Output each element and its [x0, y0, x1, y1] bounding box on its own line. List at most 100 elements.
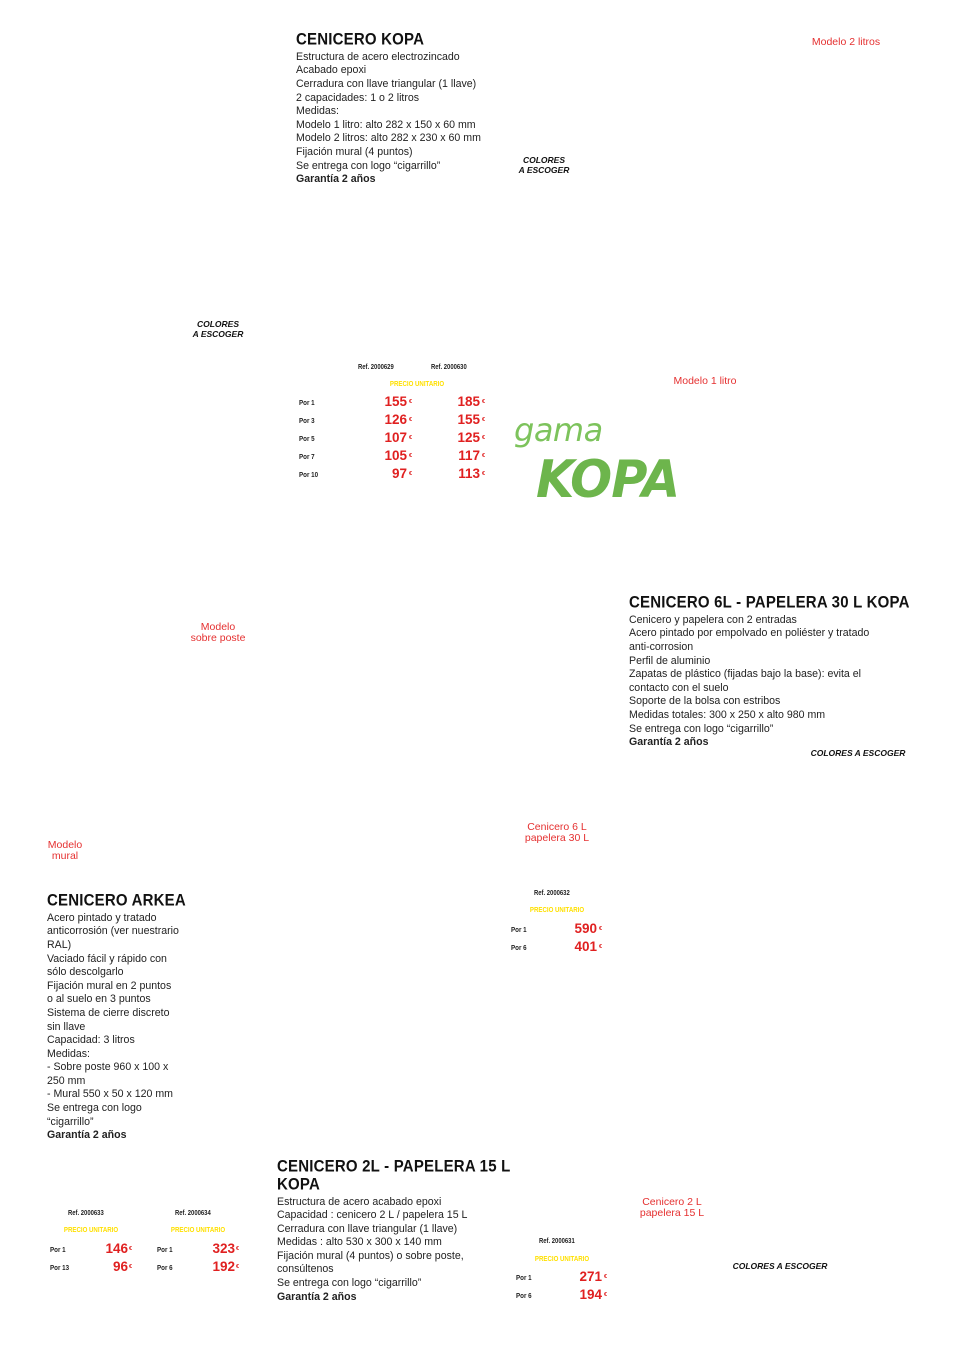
papelera15-price-table: Por 1 271 € Por 6 194 €: [516, 1269, 616, 1307]
row-label: Por 10: [299, 470, 319, 479]
papelera15-ref: Ref. 2000631: [539, 1236, 575, 1245]
kopa-warranty: Garantía 2 años: [296, 173, 376, 186]
table-row: Por 6 192 €: [157, 1259, 247, 1277]
row-label: Por 1: [516, 1273, 532, 1282]
modelo-2-litros-label: Modelo 2 litros: [811, 36, 881, 48]
arkea-desc-line: Sistema de cierre discreto: [47, 1006, 170, 1019]
arkea-desc-line: RAL): [47, 938, 72, 951]
row-label: Por 7: [299, 452, 315, 461]
kopa-desc-line: Acabado epoxi: [296, 64, 367, 77]
papelera30-desc-line: Soporte de la bolsa con estribos: [629, 695, 781, 708]
papelera15-section: CENICERO 2L - PAPELERA 15 L KOPA Estruct…: [277, 1158, 511, 1304]
price-cell: 271: [579, 1269, 602, 1284]
price-cell: 185: [457, 394, 480, 409]
arkea-ref-1: Ref. 2000633: [68, 1208, 104, 1217]
colores-line: A ESCOGER: [192, 329, 244, 339]
kopa-precio-unitario: PRECIO UNITARIO: [389, 379, 445, 388]
papelera30-section: CENICERO 6L - PAPELERA 30 L KOPA Cenicer…: [629, 594, 910, 750]
papelera30-ref: Ref. 2000632: [534, 888, 570, 897]
kopa-section: CENICERO KOPA Estructura de acero electr…: [296, 31, 481, 187]
label-line: mural: [51, 850, 79, 862]
row-label: Por 6: [157, 1263, 173, 1272]
papelera30-desc-line: Perfil de aluminio: [629, 654, 711, 667]
price-cell: 401: [574, 939, 597, 954]
modelo-mural-label: Modelo mural: [36, 840, 94, 862]
table-row: Por 13 96 €: [50, 1259, 140, 1277]
row-label: Por 1: [50, 1245, 66, 1254]
arkea-desc-line: 250 mm: [47, 1074, 86, 1087]
arkea-precio-unitario-2: PRECIO UNITARIO: [170, 1225, 226, 1234]
price-cell: 113: [458, 466, 480, 481]
colores-line: COLORES: [522, 155, 566, 165]
papelera15-desc-line: consúltenos: [277, 1263, 334, 1276]
price-cell: 105: [384, 448, 407, 463]
kopa-desc-line: 2 capacidades: 1 o 2 litros: [296, 91, 420, 104]
kopa-desc-line: Cerradura con llave triangular (1 llave): [296, 77, 477, 90]
row-label: Por 1: [157, 1245, 173, 1254]
papelera15-title: CENICERO 2L - PAPELERA 15 L KOPA: [277, 1158, 511, 1193]
arkea-desc-line: anticorrosión (ver nuestrario: [47, 925, 179, 938]
currency-symbol: €: [599, 926, 603, 932]
kopa-title: CENICERO KOPA: [296, 29, 425, 49]
kopa-logo-text: KOPA: [536, 450, 680, 510]
arkea-desc-line: sin llave: [47, 1020, 86, 1033]
label-line: Cenicero 2 L: [642, 1196, 702, 1208]
papelera30-title: CENICERO 6L - PAPELERA 30 L KOPA: [629, 592, 910, 612]
label-line: Cenicero 6 L: [527, 821, 587, 833]
papelera30-price-table: Por 1 590 € Por 6 401 €: [511, 921, 611, 959]
row-label: Por 6: [511, 943, 527, 952]
papelera30-desc-line: contacto con el suelo: [629, 681, 729, 694]
price-cell: 155: [384, 394, 407, 409]
currency-symbol: €: [482, 417, 486, 423]
price-cell: 117: [458, 448, 480, 463]
arkea-desc-line: Se entrega con logo: [47, 1102, 142, 1115]
currency-symbol: €: [482, 399, 486, 405]
table-row: Por 10 97 € 113 €: [299, 466, 499, 484]
price-cell: 590: [574, 921, 597, 936]
table-row: Por 1 323 €: [157, 1241, 247, 1259]
title-line: KOPA: [277, 1174, 321, 1194]
arkea-desc-line: “cigarrillo”: [47, 1115, 94, 1128]
arkea-desc-line: Fijación mural en 2 puntos: [47, 979, 172, 992]
currency-symbol: €: [129, 1264, 133, 1270]
currency-symbol: €: [409, 453, 413, 459]
table-row: Por 5 107 € 125 €: [299, 430, 499, 448]
papelera15-desc-line: Estructura de acero acabado epoxi: [277, 1195, 442, 1208]
table-row: Por 7 105 € 117 €: [299, 448, 499, 466]
kopa-ref-2: Ref. 2000630: [431, 362, 467, 371]
currency-symbol: €: [604, 1274, 608, 1280]
price-cell: 97: [391, 466, 407, 481]
price-cell: 155: [457, 412, 480, 427]
papelera15-desc-line: Capacidad : cenicero 2 L / papelera 15 L: [277, 1209, 468, 1222]
arkea-desc-line: sólo descolgarlo: [47, 966, 124, 979]
price-cell: 146: [105, 1241, 128, 1256]
arkea-desc-line: o al suelo en 3 puntos: [47, 993, 151, 1006]
arkea-desc-line: - Mural 550 x 50 x 120 mm: [47, 1088, 173, 1101]
papelera15-description: Estructura de acero acabado epoxi Capaci…: [277, 1196, 511, 1305]
table-row: Por 6 401 €: [511, 939, 611, 957]
row-label: Por 3: [299, 416, 315, 425]
arkea-price-table-2: Por 1 323 € Por 6 192 €: [157, 1241, 247, 1279]
papelera30-desc-line: Cenicero y papelera con 2 entradas: [629, 613, 797, 626]
row-label: Por 1: [511, 925, 527, 934]
papelera30-colores-label: COLORES A ESCOGER: [810, 748, 906, 758]
arkea-desc-line: Capacidad: 3 litros: [47, 1034, 135, 1047]
label-line: papelera 15 L: [639, 1207, 705, 1219]
cenicero-2l-label: Cenicero 2 L papelera 15 L: [627, 1197, 717, 1219]
currency-symbol: €: [409, 399, 413, 405]
arkea-description: Acero pintado y tratado anticorrosión (v…: [47, 912, 186, 1143]
currency-symbol: €: [482, 435, 486, 441]
colores-line: COLORES: [196, 319, 240, 329]
currency-symbol: €: [236, 1246, 240, 1252]
kopa-desc-line: Modelo 1 litro: alto 282 x 150 x 60 mm: [296, 118, 476, 131]
arkea-warranty: Garantía 2 años: [47, 1129, 127, 1142]
modelo-sobre-poste-label: Modelo sobre poste: [180, 622, 256, 644]
currency-symbol: €: [129, 1246, 133, 1252]
title-line: CENICERO 2L - PAPELERA 15 L: [277, 1156, 511, 1176]
papelera30-desc-line: Acero pintado por empolvado en poliéster…: [629, 627, 870, 640]
row-label: Por 1: [299, 398, 315, 407]
table-row: Por 3 126 € 155 €: [299, 412, 499, 430]
papelera30-desc-line: Zapatas de plástico (fijadas bajo la bas…: [629, 668, 862, 681]
arkea-desc-line: Acero pintado y tratado: [47, 911, 157, 924]
currency-symbol: €: [482, 453, 486, 459]
